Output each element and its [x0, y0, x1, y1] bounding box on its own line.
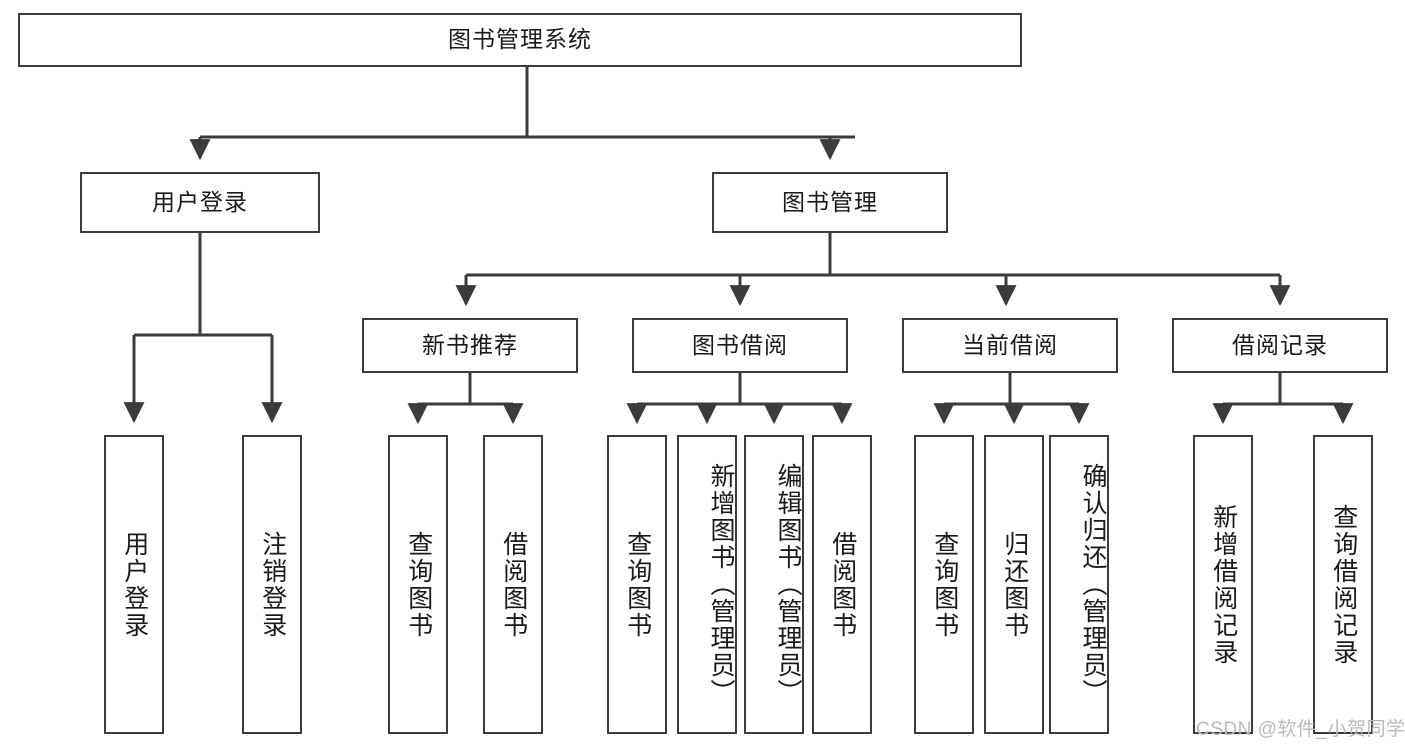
node-label: 图书借阅 — [692, 331, 788, 358]
node-label: 用户登录 — [120, 530, 149, 639]
node-label: 查询图书 — [404, 530, 433, 639]
node-leaf-add-book[interactable]: 新增图书（管理员） — [677, 435, 737, 734]
node-leaf-borrow-book-1[interactable]: 借阅图书 — [483, 435, 543, 734]
node-current-borrow[interactable]: 当前借阅 — [902, 318, 1118, 373]
node-label: 图书管理 — [782, 188, 878, 215]
node-leaf-logout[interactable]: 注销登录 — [242, 435, 302, 734]
node-label: 确认归还（管理员） — [1079, 463, 1107, 706]
node-label: 查询图书 — [623, 530, 652, 639]
node-leaf-query-borrow-record[interactable]: 查询借阅记录 — [1313, 435, 1373, 734]
node-label: 编辑图书（管理员） — [774, 463, 802, 706]
node-root-book-management-system[interactable]: 图书管理系统 — [18, 13, 1022, 67]
node-label: 新增借阅记录 — [1209, 503, 1238, 666]
node-label: 注销登录 — [258, 530, 287, 639]
node-user-login[interactable]: 用户登录 — [80, 172, 320, 233]
node-book-borrow[interactable]: 图书借阅 — [632, 318, 848, 373]
node-book-manage[interactable]: 图书管理 — [712, 172, 948, 233]
node-leaf-query-book-2[interactable]: 查询图书 — [607, 435, 667, 734]
node-leaf-return-book[interactable]: 归还图书 — [984, 435, 1044, 734]
node-label: 新增图书（管理员） — [707, 463, 735, 706]
node-leaf-add-borrow-record[interactable]: 新增借阅记录 — [1193, 435, 1253, 734]
node-label: 用户登录 — [152, 188, 248, 215]
node-label: 借阅图书 — [828, 530, 857, 639]
node-new-book-recommend[interactable]: 新书推荐 — [362, 318, 578, 373]
node-label: 借阅记录 — [1232, 331, 1328, 358]
node-leaf-confirm-return[interactable]: 确认归还（管理员） — [1049, 435, 1109, 734]
node-label: 图书管理系统 — [448, 26, 592, 53]
node-label: 归还图书 — [1000, 530, 1029, 639]
node-borrow-record[interactable]: 借阅记录 — [1172, 318, 1388, 373]
node-label: 新书推荐 — [422, 331, 518, 358]
node-label: 当前借阅 — [962, 331, 1058, 358]
node-leaf-borrow-book-2[interactable]: 借阅图书 — [812, 435, 872, 734]
node-label: 查询图书 — [930, 530, 959, 639]
watermark-text: CSDN @软件_小贺同学 — [1196, 719, 1405, 740]
node-leaf-query-book-1[interactable]: 查询图书 — [388, 435, 448, 734]
node-label: 借阅图书 — [499, 530, 528, 639]
node-leaf-query-book-3[interactable]: 查询图书 — [914, 435, 974, 734]
node-leaf-edit-book[interactable]: 编辑图书（管理员） — [744, 435, 804, 734]
node-label: 查询借阅记录 — [1329, 503, 1358, 666]
node-leaf-user-login[interactable]: 用户登录 — [104, 435, 164, 734]
